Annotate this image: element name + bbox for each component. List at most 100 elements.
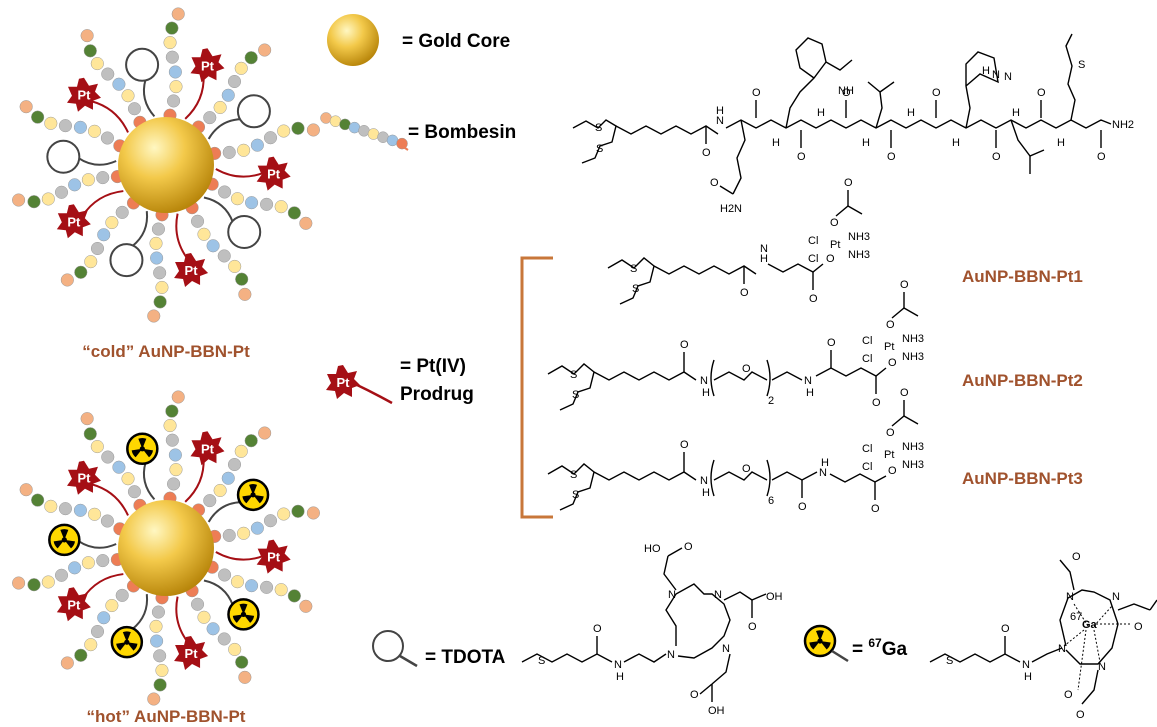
bombesin-bead — [80, 412, 94, 426]
bombesin-bead — [238, 670, 252, 684]
bombesin-bead — [217, 632, 231, 646]
bombesin-bead — [84, 255, 98, 269]
bombesin-bead — [227, 457, 242, 472]
svg-text:N: N — [1004, 71, 1012, 83]
radioactive-icon — [236, 478, 270, 512]
bombesin-bead — [115, 205, 129, 219]
bombesin-bead — [206, 622, 220, 636]
bombesin-bead — [105, 215, 119, 230]
svg-text:H: H — [1012, 107, 1020, 119]
svg-text:OH: OH — [766, 591, 783, 603]
pt-badge-text: Pt — [267, 167, 281, 182]
svg-text:S: S — [946, 655, 953, 667]
svg-text:N: N — [667, 649, 675, 661]
bombesin-bead — [153, 295, 167, 309]
svg-text:Cl: Cl — [808, 253, 818, 265]
svg-text:O: O — [690, 689, 699, 701]
tdota-loop-icon — [46, 139, 81, 174]
ga-label: = 67Ga — [852, 636, 908, 660]
svg-text:O: O — [1134, 621, 1143, 633]
bombesin-bead — [165, 404, 179, 418]
bombesin-bead — [235, 655, 249, 669]
bombesin-label: = Bombesin — [408, 122, 516, 143]
bombesin-bead — [88, 507, 102, 521]
svg-text:O: O — [1001, 623, 1010, 635]
svg-text:Pt: Pt — [884, 341, 894, 353]
bombesin-bead — [206, 239, 220, 253]
svg-text:H: H — [702, 487, 710, 499]
bombesin-bead — [68, 561, 82, 575]
radioactive-icon — [126, 432, 159, 466]
svg-text:H: H — [716, 105, 724, 117]
bombesin-bead — [306, 123, 320, 137]
svg-text:N: N — [1112, 591, 1120, 603]
svg-text:O: O — [798, 501, 807, 513]
tdota-loop-icon — [109, 243, 144, 278]
svg-text:NH3: NH3 — [848, 231, 870, 243]
bombesin-bead — [153, 649, 167, 663]
svg-text:O: O — [872, 397, 881, 409]
bombesin-bead — [263, 514, 278, 528]
bombesin-bead — [230, 575, 244, 589]
svg-text:O: O — [1037, 87, 1046, 99]
svg-text:Pt: Pt — [830, 239, 840, 251]
bombesin-bead — [41, 575, 55, 589]
bombesin-bead — [396, 137, 408, 150]
svg-text:Cl: Cl — [862, 443, 872, 455]
bombesin-bead — [83, 427, 97, 441]
svg-text:O: O — [742, 363, 751, 375]
bombesin-bead — [299, 599, 313, 613]
bombesin-bead — [31, 493, 45, 507]
bombesin-bead — [197, 610, 211, 624]
svg-text:O: O — [684, 541, 693, 553]
bombesin-bead — [197, 227, 211, 241]
bombesin-bead — [260, 580, 274, 594]
cold-np-label: “cold” AuNP-BBN-Pt — [82, 342, 250, 361]
svg-text:Cl: Cl — [862, 353, 872, 365]
svg-text:Cl: Cl — [808, 235, 818, 247]
bombesin-bead — [60, 273, 74, 287]
bombesin-bead — [163, 419, 177, 433]
svg-text:O: O — [888, 465, 897, 477]
bombesin-bead — [81, 173, 95, 187]
bombesin-bead — [74, 648, 88, 662]
bombesin-bead — [90, 241, 105, 256]
bombesin-bead — [115, 588, 129, 602]
pt-badge-text: Pt — [77, 88, 91, 103]
pt-badge-text: Pt — [185, 646, 199, 661]
tdota-structure: S O N H N N N N HO O OH O O OH — [521, 541, 783, 717]
svg-text:H: H — [1057, 137, 1065, 149]
bombesin-bead — [190, 597, 205, 611]
svg-text:H: H — [982, 65, 990, 77]
bombesin-bead — [287, 206, 301, 220]
bombesin-bead — [250, 138, 264, 152]
bombesin-bead — [90, 624, 105, 639]
bombesin-bead — [291, 504, 305, 518]
svg-text:Pt: Pt — [884, 449, 894, 461]
bombesin-bead — [258, 426, 272, 440]
pt-prodrug-label-line2: Prodrug — [400, 384, 474, 405]
bombesin-bead — [54, 185, 69, 199]
bombesin-bead — [41, 192, 55, 206]
svg-text:O: O — [593, 623, 602, 635]
svg-text:H: H — [616, 671, 624, 683]
bombesin-bead — [12, 193, 26, 207]
bombesin-bead — [44, 116, 58, 130]
pt-badge-text: Pt — [67, 214, 81, 229]
bombesin-bead — [291, 121, 305, 135]
svg-text:N: N — [722, 643, 730, 655]
svg-text:O: O — [740, 287, 749, 299]
bombesin-bead — [306, 506, 320, 520]
bombesin-bead — [83, 44, 97, 58]
svg-text:O: O — [742, 463, 751, 475]
bombesin-bead — [73, 120, 87, 134]
bombesin-bead — [274, 583, 288, 597]
svg-text:Cl: Cl — [862, 461, 872, 473]
bombesin-bead — [171, 7, 185, 21]
svg-text:O: O — [680, 339, 689, 351]
bombesin-structure: S S O N H O O O O O O O O NH2 H H H H H … — [572, 33, 1134, 215]
svg-text:O: O — [886, 319, 895, 331]
bombesin-bead — [105, 598, 119, 613]
bombesin-bead — [167, 94, 181, 108]
